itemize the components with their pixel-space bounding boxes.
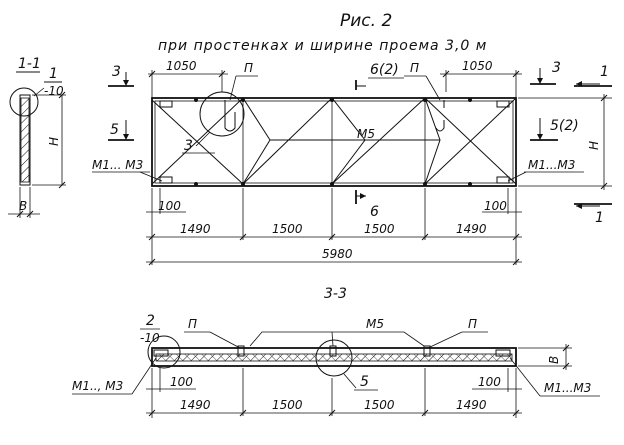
height-label-right: Н (587, 141, 601, 150)
detail-circle-2 (147, 335, 181, 369)
dim-top-right: 1050 (462, 59, 493, 73)
cut-1-bottom: 1 (595, 210, 604, 226)
figure-title: Рис. 2 (340, 11, 392, 31)
section-3-3-dim-span-1: 1490 (180, 398, 211, 412)
label-p-right: П (410, 61, 419, 75)
label-m1-m3-left: М1... М3 (92, 158, 143, 172)
section-1-1-marker: 1 (49, 66, 58, 82)
section-3-3-m1-m3-left: М1.., М3 (72, 379, 123, 393)
cut-6-bottom: 6 (370, 204, 379, 220)
cut-5-left: 5 (110, 122, 119, 138)
section-1-1-width-label: В (19, 199, 27, 213)
section-1-1-height-label: Н (47, 137, 61, 146)
dim-span-2: 1500 (272, 222, 303, 236)
section-3-3-label-5: 5 (360, 374, 369, 390)
figure-subtitle: при простенках и ширине проема 3,0 м (158, 38, 487, 54)
embedded-plate-bottom-right (496, 176, 510, 184)
lifting-loop-left (224, 100, 236, 132)
dim-span-3: 1500 (364, 222, 395, 236)
marker-2-sub: -10 (140, 331, 160, 345)
detail-3-label: 3 (184, 138, 193, 154)
section-1-1-marker-sub: -10 (44, 84, 64, 98)
lifting-loop-right (435, 100, 445, 132)
label-6-2: 6(2) (370, 62, 399, 78)
dim-span-1: 1490 (180, 222, 211, 236)
dim-top-left: 1050 (166, 59, 197, 73)
section-3-3-label-p-left: П (188, 317, 197, 331)
embedded-plate-bottom-left (159, 176, 173, 184)
dim-100-left: 100 (158, 199, 181, 213)
section-3-3-beam (151, 347, 517, 367)
section-3-3-dim-100-right: 100 (478, 375, 501, 389)
truss-nodes (194, 98, 472, 186)
section-3-3-width-label: В (547, 356, 561, 364)
panel-outline (151, 97, 517, 187)
cut-3-right: 3 (552, 60, 561, 76)
section-3-3: 3-3 2 -10 П П М5 5 М1.. (72, 286, 600, 418)
label-m5: М5 (357, 127, 375, 141)
label-p-left: П (244, 61, 253, 75)
truss-lattice (151, 97, 517, 185)
detail-circle-5 (315, 339, 353, 377)
dim-span-4: 1490 (456, 222, 487, 236)
section-3-3-dim-span-3: 1500 (364, 398, 395, 412)
marker-2: 2 (146, 313, 155, 329)
section-1-1: 1-1 1 -10 Н В (8, 56, 66, 218)
section-3-3-label-p-right: П (468, 317, 477, 331)
section-3-3-m1-m3-right: М1...М3 (544, 381, 591, 395)
section-3-3-label-m5: М5 (366, 317, 384, 331)
dim-100-right: 100 (484, 199, 507, 213)
section-1-1-label: 1-1 (18, 56, 41, 72)
panel-elevation: 3 П П 6(2) М5 М1... М3 М1...М3 1050 1050 (92, 59, 612, 266)
cut-1-top: 1 (600, 64, 609, 80)
label-m1-m3-right: М1...М3 (528, 158, 575, 172)
dim-total: 5980 (322, 247, 353, 261)
embedded-plate-top-left (159, 100, 173, 108)
section-3-3-dim-100-left: 100 (170, 375, 193, 389)
embedded-plate-top-right (496, 100, 510, 108)
cut-5-2-right: 5(2) (550, 118, 579, 134)
section-3-3-label: 3-3 (324, 286, 347, 302)
section-3-3-dim-span-4: 1490 (456, 398, 487, 412)
cut-3-left: 3 (112, 64, 121, 80)
section-3-3-dim-span-2: 1500 (272, 398, 303, 412)
